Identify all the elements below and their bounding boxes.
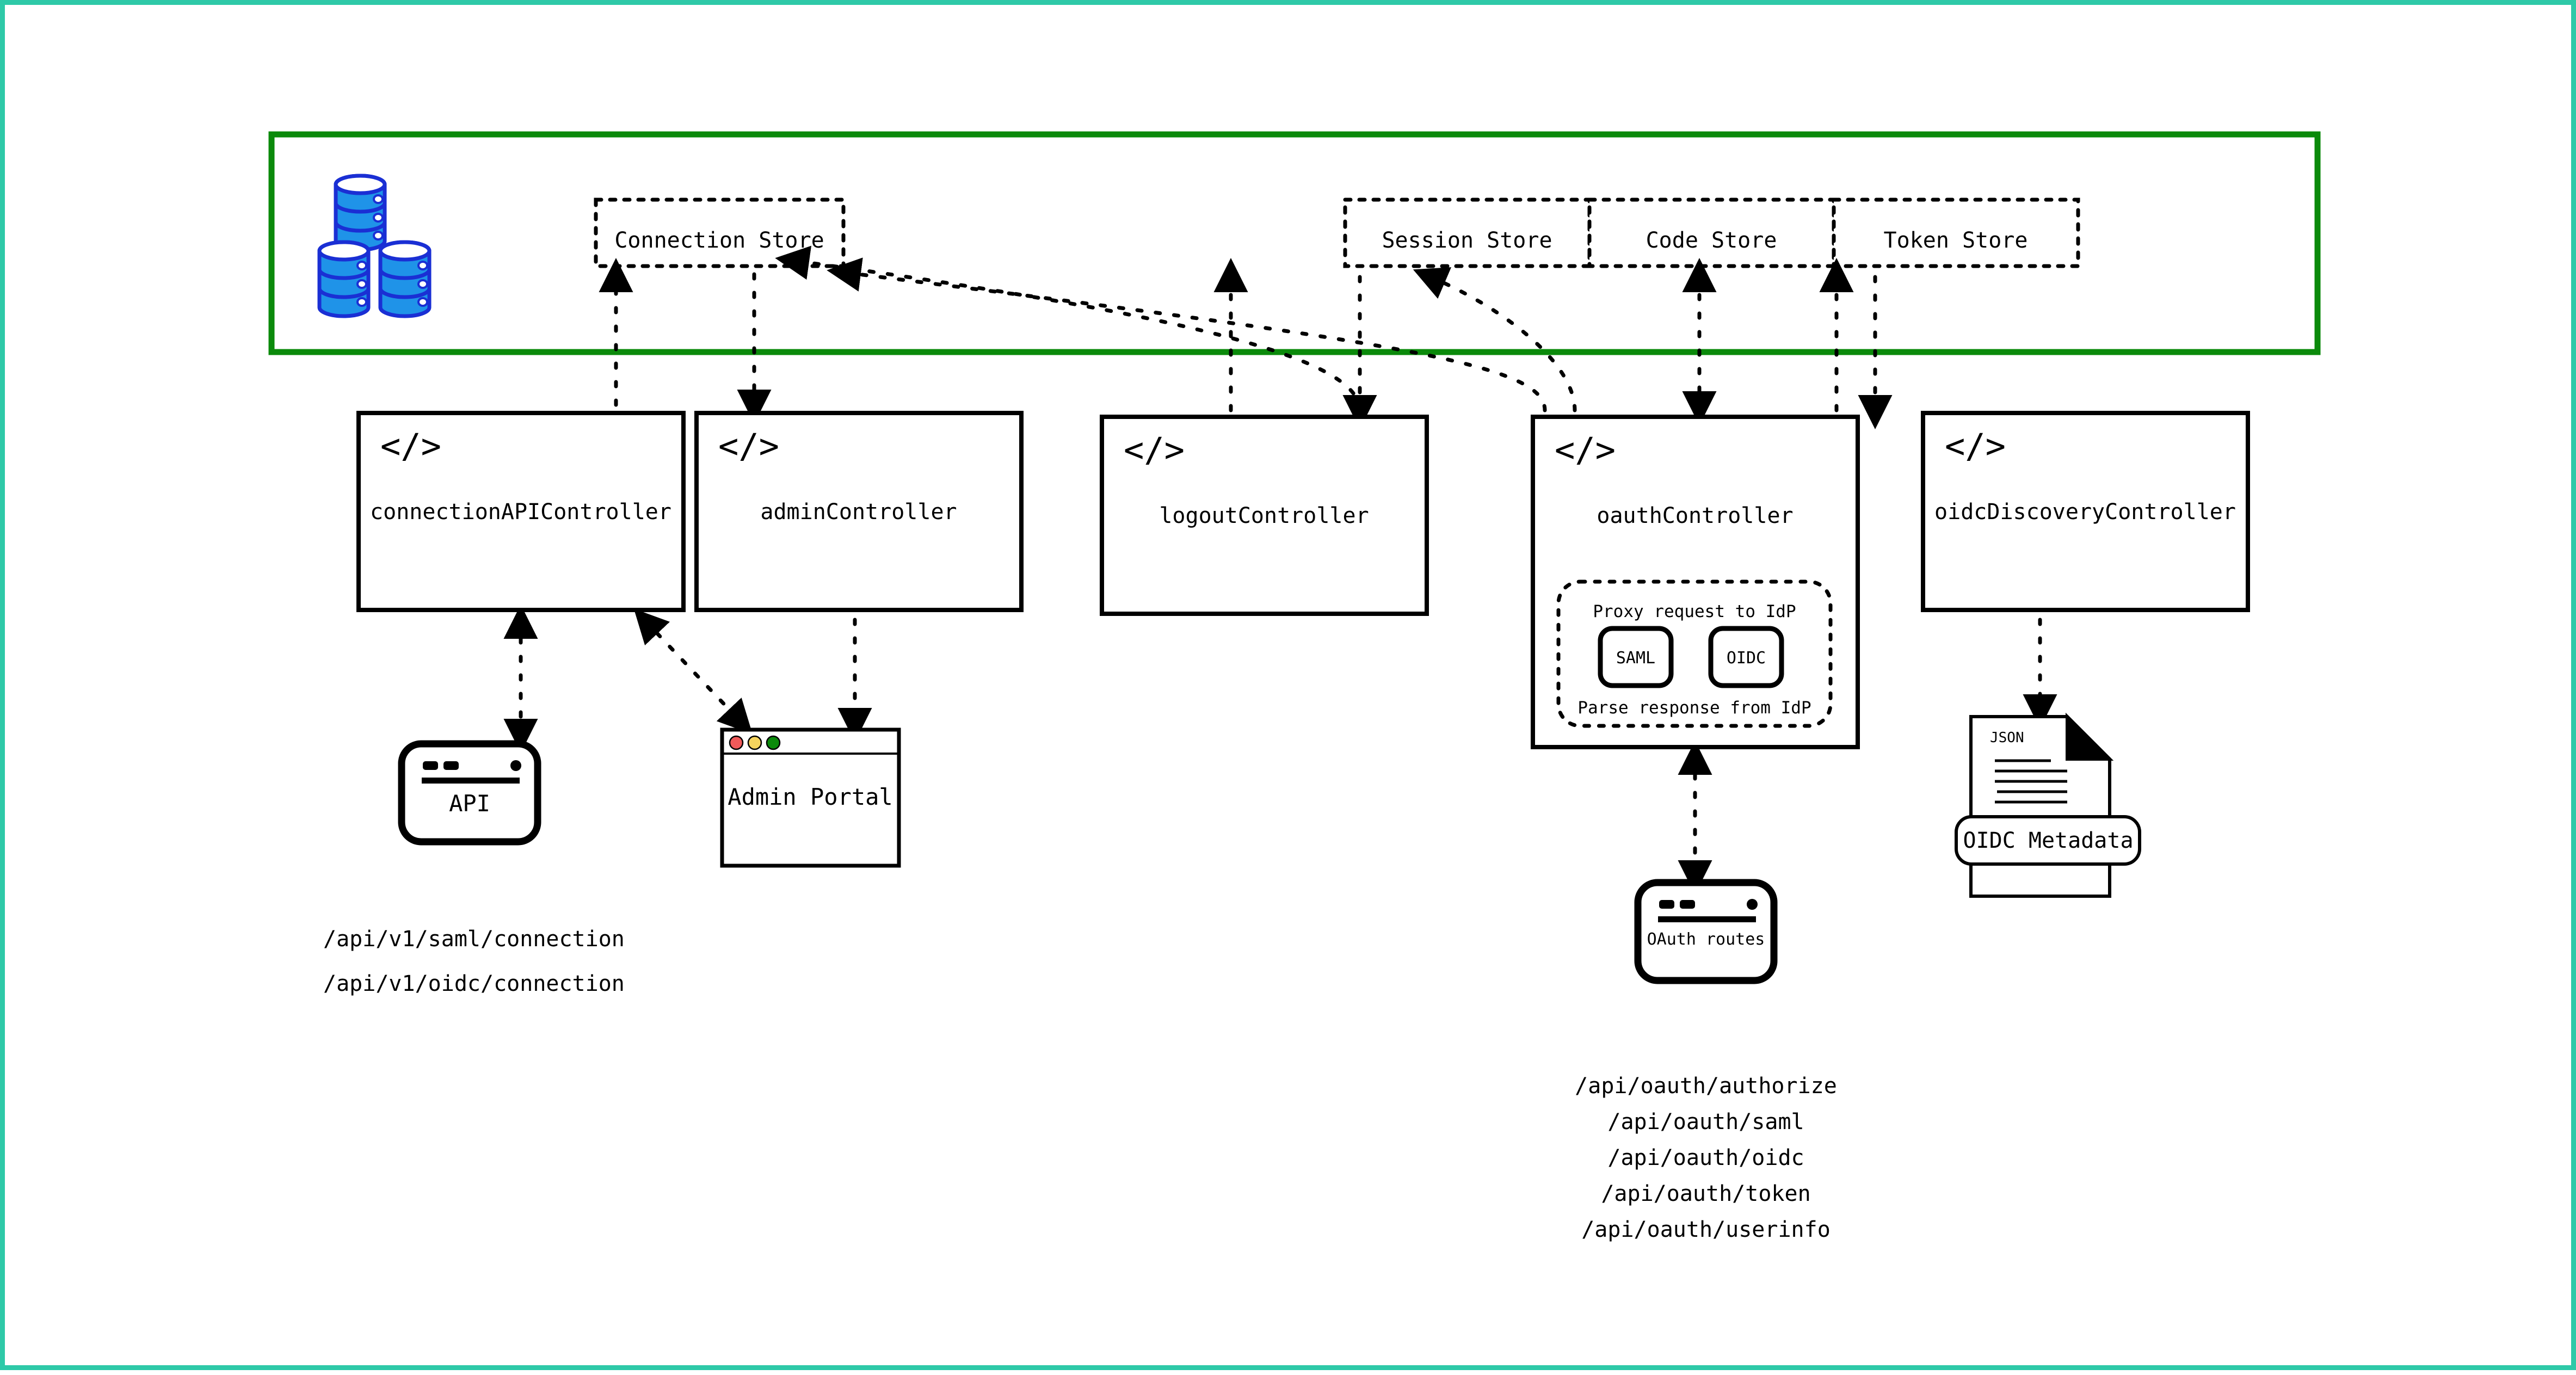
admin-portal-window[interactable]: Admin Portal (722, 730, 899, 866)
close-traffic-light-icon[interactable] (730, 736, 743, 749)
oauth-routes-device[interactable]: OAuth routes (1638, 883, 1774, 981)
device-dot-c (1747, 899, 1758, 910)
architecture-diagram: Connection Store Session Store Code Stor… (5, 5, 2576, 1375)
device-bar (1658, 916, 1756, 922)
logout-controller-label: logoutController (1159, 503, 1369, 528)
idp-proxy-group: Proxy request to IdP SAML OIDC Parse res… (1558, 582, 1831, 726)
store-box-token-store[interactable]: Token Store (1834, 200, 2078, 266)
saml-chip-label: SAML (1616, 649, 1655, 668)
oidc-discovery-controller-label: oidcDiscoveryController (1934, 500, 2236, 525)
api-device[interactable]: API (402, 744, 538, 842)
saml-chip[interactable]: SAML (1600, 628, 1671, 686)
document-fold-corner (2067, 717, 2110, 759)
controller-oidc-discovery-controller[interactable]: </> oidcDiscoveryController (1923, 413, 2248, 610)
api-route-0: /api/v1/saml/connection (323, 927, 625, 952)
code-store-label: Code Store (1646, 228, 1777, 253)
oidc-metadata-label: OIDC Metadata (1963, 828, 2133, 853)
controller-boxes: </> connectionAPIController </> adminCon… (359, 413, 2248, 747)
oidc-metadata-doc[interactable]: JSON OIDC Metadata (1956, 717, 2140, 896)
code-icon: </> (1945, 426, 2006, 466)
device-dot-b (1680, 900, 1695, 909)
code-icon: </> (1124, 430, 1185, 470)
code-icon: </> (1555, 430, 1616, 470)
controller-connection-api-controller[interactable]: </> connectionAPIController (359, 413, 683, 610)
controller-logout-controller[interactable]: </> logoutController (1102, 417, 1427, 614)
oauth-route-0: /api/oauth/authorize (1575, 1074, 1837, 1099)
api-device-label: API (449, 790, 490, 817)
oauth-route-4: /api/oauth/userinfo (1581, 1217, 1831, 1242)
oauth-route-1: /api/oauth/saml (1607, 1109, 1804, 1134)
code-icon: </> (718, 426, 779, 466)
arrow-connapi-admin-portal (644, 620, 739, 720)
store-box-code-store[interactable]: Code Store (1589, 200, 1834, 266)
store-band: Connection Store Session Store Code Stor… (272, 134, 2318, 352)
oauth-route-3: /api/oauth/token (1601, 1181, 1810, 1206)
idp-proxy-footer: Parse response from IdP (1577, 698, 1811, 718)
token-store-label: Token Store (1884, 228, 2028, 253)
device-dot-b (443, 761, 459, 770)
minimize-traffic-light-icon[interactable] (748, 736, 761, 749)
idp-proxy-title: Proxy request to IdP (1593, 602, 1796, 621)
session-store-label: Session Store (1382, 228, 1552, 253)
device-dot-a (1659, 900, 1674, 909)
oauth-routes-label: OAuth routes (1647, 930, 1765, 949)
connection-api-controller-label: connectionAPIController (370, 500, 671, 525)
store-box-connection-store[interactable]: Connection Store (596, 200, 843, 266)
oauth-controller-label: oauthController (1597, 503, 1793, 528)
endpoint-nodes: API /api/v1/saml/connection /api/v1/oidc… (323, 717, 2140, 1242)
json-label: JSON (1990, 730, 2024, 746)
code-icon: </> (380, 426, 441, 466)
oauth-route-2: /api/oauth/oidc (1607, 1145, 1804, 1170)
maximize-traffic-light-icon[interactable] (767, 736, 780, 749)
store-box-session-store[interactable]: Session Store (1345, 200, 1589, 266)
controller-oauth-controller[interactable]: </> oauthController Proxy request to IdP… (1533, 417, 1858, 747)
oidc-chip[interactable]: OIDC (1711, 628, 1782, 686)
oidc-chip-label: OIDC (1727, 649, 1766, 668)
device-bar (422, 778, 520, 784)
connection-store-label: Connection Store (614, 228, 824, 253)
device-dot-c (510, 760, 521, 771)
controller-admin-controller[interactable]: </> adminController (697, 413, 1021, 610)
admin-portal-label: Admin Portal (728, 784, 892, 810)
admin-controller-label: adminController (760, 500, 957, 525)
device-dot-a (423, 761, 438, 770)
api-route-1: /api/v1/oidc/connection (323, 971, 625, 996)
diagram-stage: Connection Store Session Store Code Stor… (5, 5, 2571, 1365)
